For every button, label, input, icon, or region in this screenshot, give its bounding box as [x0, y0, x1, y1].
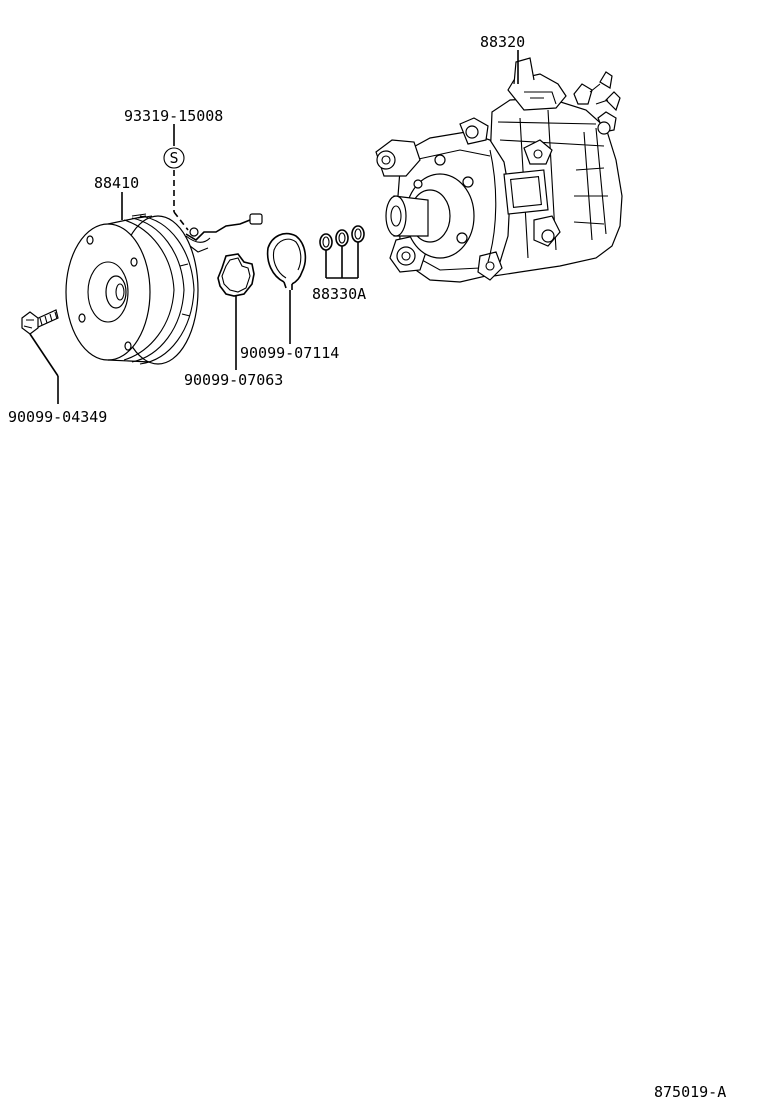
label-shim: 90099-07063: [184, 371, 283, 389]
label-snap-ring: 90099-07114: [240, 344, 339, 362]
label-o-rings: 88330A: [312, 285, 366, 303]
bolt-illustration: [21, 309, 59, 335]
leader-lines: [29, 50, 519, 404]
shim-illustration: [217, 253, 255, 297]
snap-ring-illustration: [266, 232, 307, 290]
clutch-lead-wire: [185, 213, 263, 253]
label-bolt: 90099-04349: [8, 408, 107, 426]
sensor-symbol-label: S: [169, 149, 178, 167]
label-compressor: 88320: [480, 33, 525, 51]
sensor-symbol-circle-icon: [163, 147, 185, 169]
pulley-illustration: [65, 213, 199, 365]
label-sensor-screw: 93319-15008: [124, 107, 223, 125]
compressor-illustration: [375, 57, 623, 283]
drawing-number: 875019-A: [654, 1083, 726, 1101]
label-pulley: 88410: [94, 174, 139, 192]
